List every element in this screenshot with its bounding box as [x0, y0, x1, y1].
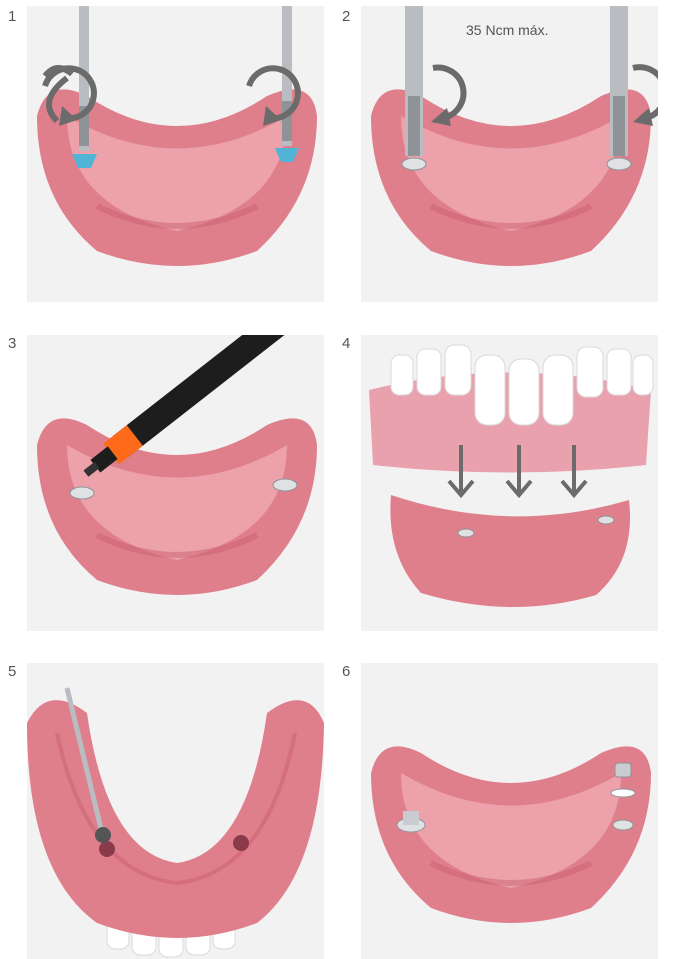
abutment-right: [598, 516, 614, 524]
step-panel-1: [27, 6, 324, 302]
step-panel-6: [361, 663, 658, 959]
step-panel-5: [27, 663, 324, 959]
denture-illustration-step-6: [361, 663, 658, 959]
step-panel-2: 35 Ncm máx.: [361, 6, 658, 302]
denture-illustration-step-4: [361, 335, 658, 631]
max-torque-label: 35 Ncm máx.: [466, 22, 548, 38]
denture-illustration-step-2: [361, 6, 658, 302]
denture-illustration-step-3: [27, 335, 324, 631]
housing-recess-left: [99, 841, 115, 857]
denture-base: [390, 495, 630, 607]
step-number-5: 5: [8, 663, 16, 680]
step-number-3: 3: [8, 335, 16, 352]
housing-recess-right: [233, 835, 249, 851]
denture-illustration-step-1: [27, 6, 324, 302]
step-number-1: 1: [8, 8, 16, 25]
step-panel-4: [361, 335, 658, 631]
abutment-right: [607, 158, 631, 170]
denture-illustration-step-5: [27, 663, 324, 959]
abutment-left: [70, 487, 94, 499]
step-panel-3: [27, 335, 324, 631]
abutment-left: [458, 529, 474, 537]
abutment-left: [402, 158, 426, 170]
step-number-2: 2: [342, 8, 350, 25]
step-number-6: 6: [342, 663, 350, 680]
step-number-4: 4: [342, 335, 350, 352]
denture-base: [27, 700, 324, 938]
abutment-right: [273, 479, 297, 491]
